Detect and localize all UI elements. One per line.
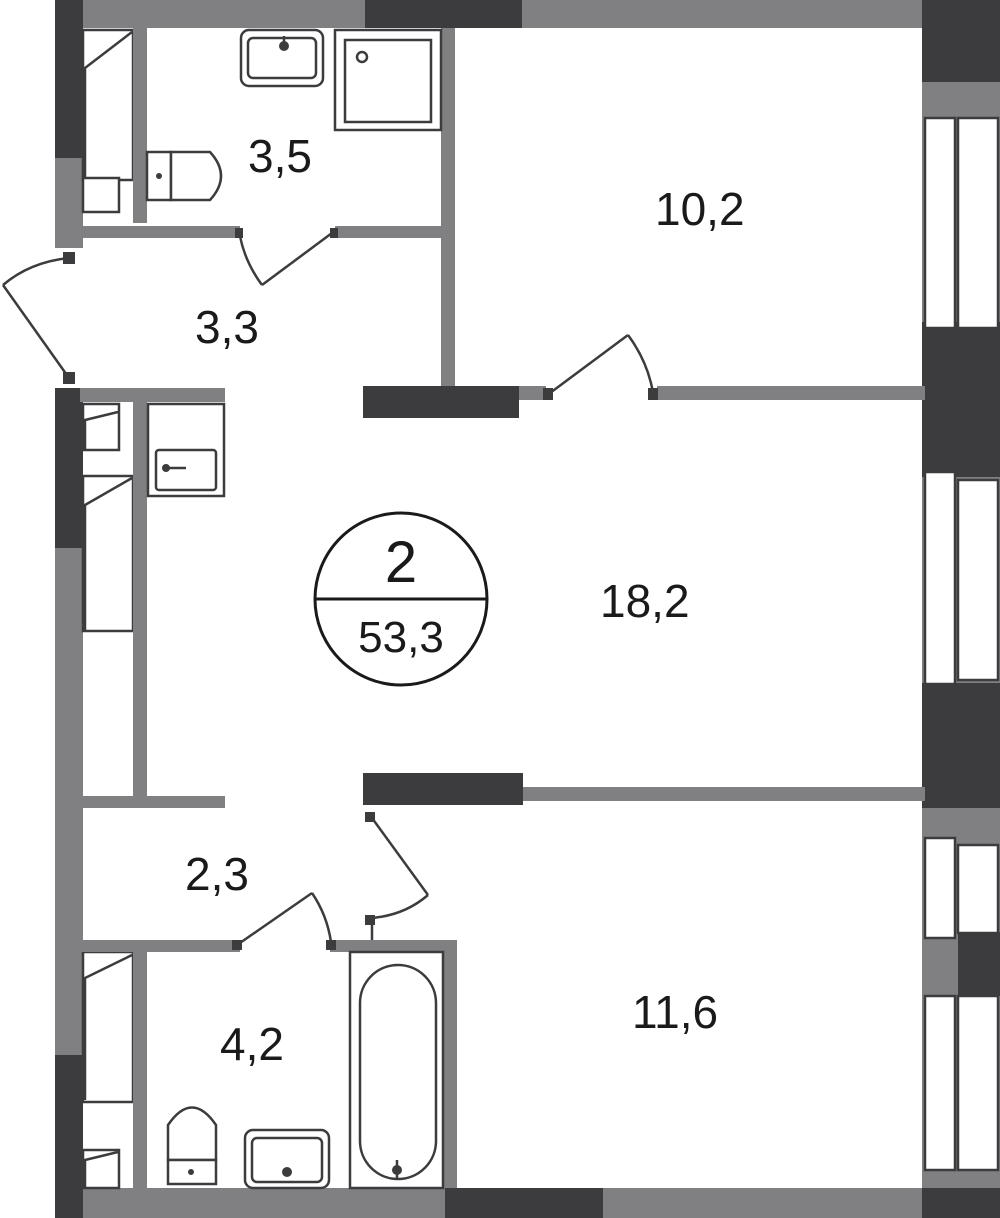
sink-bottom [243, 1128, 331, 1190]
wall-bath-right [441, 28, 455, 388]
wall-left-top-short [80, 388, 225, 402]
wall-top-dark-segment [365, 0, 522, 28]
apartment-badge: 2 53,3 [313, 511, 489, 687]
wall-right-dark-5 [922, 1188, 1000, 1218]
wall-bath2-top-left [80, 940, 240, 952]
shower-tray [333, 28, 443, 132]
door-bathroom-bottom[interactable] [232, 891, 336, 950]
window-left-middle [81, 402, 135, 633]
wall-bath2-top-right [330, 940, 455, 952]
wall-left-dark-2 [55, 1055, 83, 1218]
wall-left-bottom-short [80, 796, 225, 808]
sink-top [239, 28, 325, 88]
wall-living-bottom-dark [363, 773, 523, 805]
toilet-top [145, 150, 223, 202]
wall-right-dark-2 [922, 322, 1000, 477]
wall-living-top-dark [363, 386, 519, 418]
room-area-living-room: 18,2 [600, 575, 690, 627]
room-area-bathroom-bottom: 4,2 [220, 1018, 284, 1070]
wall-bath2-right [443, 940, 457, 1188]
window-top-right [923, 116, 1000, 330]
wall-bath2-left [133, 952, 147, 1188]
window-middle-right [923, 470, 1000, 686]
room-area-bedroom-top: 10,2 [655, 183, 745, 235]
wall-bath-left [133, 28, 147, 223]
wall-left-column [133, 400, 147, 800]
wall-right-dark-4 [958, 932, 1000, 996]
wall-right-dark-1 [922, 0, 1000, 82]
wall-bottom-dark-segment [445, 1188, 603, 1218]
toilet-bottom [166, 1106, 218, 1186]
window-left-bottom [81, 950, 135, 1190]
door-bathroom-top[interactable] [235, 228, 338, 287]
wall-bath-bottom-left [80, 226, 240, 238]
wall-left-dark-1 [55, 388, 83, 548]
badge-total-area: 53,3 [358, 613, 444, 662]
window-left-top [81, 28, 135, 214]
door-bedroom-top[interactable] [543, 333, 658, 400]
sink-left [146, 402, 226, 498]
window-lower-right [923, 836, 1000, 940]
bathtub [348, 950, 445, 1190]
window-bottom-right [923, 994, 1000, 1172]
wall-living-top-right [657, 386, 925, 400]
badge-rooms-count: 2 [385, 530, 417, 595]
wall-living-top-short [519, 386, 546, 400]
room-area-bedroom-bottom: 11,6 [632, 986, 718, 1038]
wall-right-dark-3 [922, 683, 1000, 808]
room-area-hall-bottom: 2,3 [185, 848, 249, 900]
room-area-hall-top: 3,3 [195, 301, 259, 353]
door-bedroom-bottom[interactable] [365, 812, 430, 940]
door-entrance[interactable] [1, 252, 75, 384]
wall-living-bottom-right [523, 787, 925, 801]
wall-left-upper-dark [55, 0, 83, 158]
wall-bath-bottom-right [335, 226, 445, 238]
room-area-bathroom-top: 3,5 [248, 130, 312, 182]
